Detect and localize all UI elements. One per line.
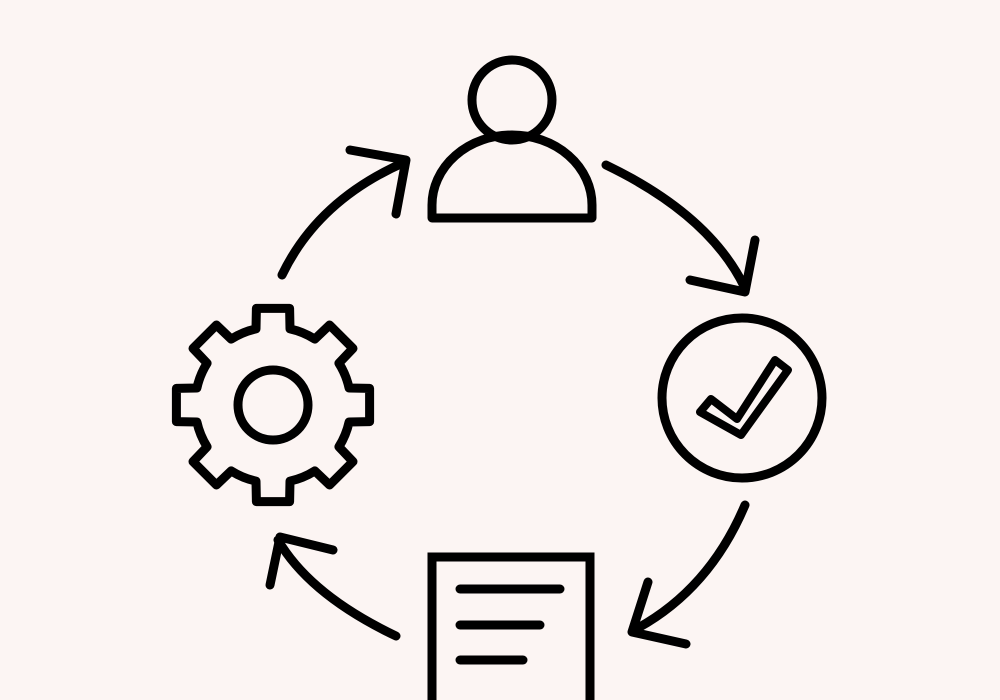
document-icon	[427, 552, 595, 700]
user-icon	[427, 55, 597, 223]
arrow-settings-to-user	[277, 145, 411, 280]
gear-icon	[171, 303, 375, 507]
arrow-document-to-settings	[265, 532, 401, 641]
arrow-check-to-document	[627, 500, 750, 649]
check-circle-icon	[657, 313, 827, 483]
arrow-user-to-check	[601, 160, 760, 297]
